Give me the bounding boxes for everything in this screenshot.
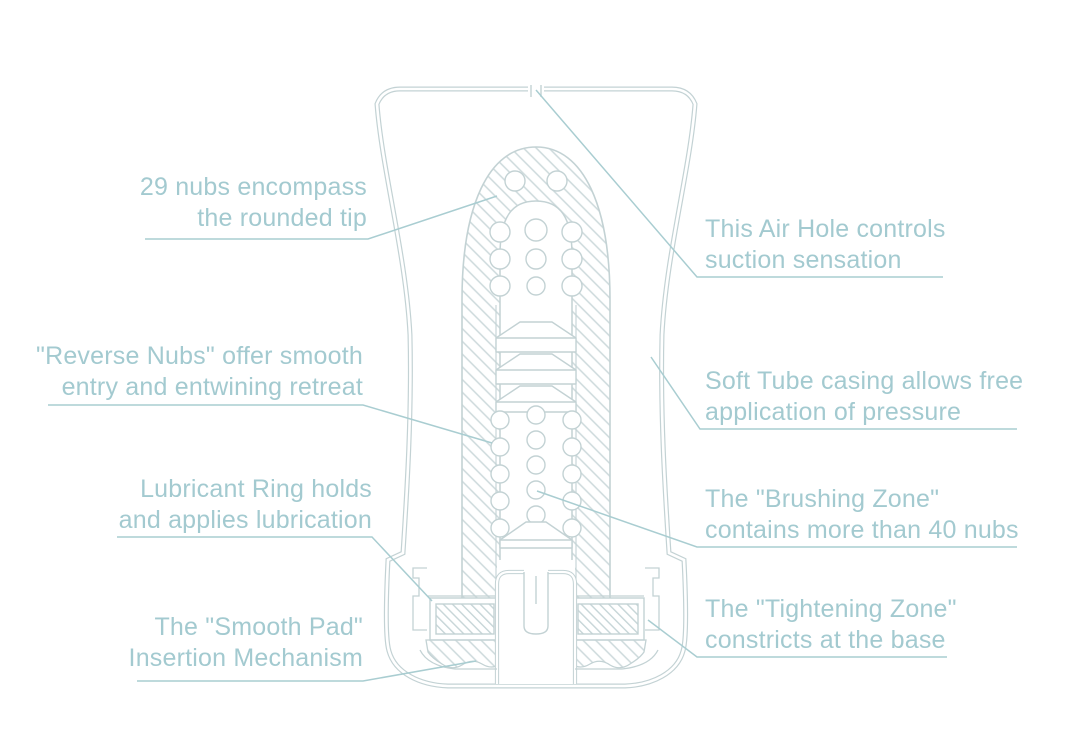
leader-nubs-tip [145, 195, 498, 240]
air-hole-icon [528, 82, 544, 97]
smooth-pad-right [571, 597, 645, 641]
soft-tube-casing-outline [374, 86, 698, 689]
leader-air-hole [535, 89, 943, 278]
leader-lines [48, 89, 1017, 682]
label-soft-tube: Soft Tube casing allows free application… [705, 367, 1024, 426]
tightening-zone-cones [499, 521, 573, 549]
base-assembly [412, 560, 660, 684]
smooth-pad-left [429, 597, 501, 641]
insertion-channel [494, 560, 578, 684]
tip-nubs [489, 170, 583, 297]
lubricant-ring-clip-right [645, 567, 660, 631]
label-brushing-zone: The "Brushing Zone" contains more than 4… [705, 485, 1019, 544]
label-nubs-tip: 29 nubs encompass the rounded tip [139, 173, 367, 232]
base-hatch-right [571, 639, 647, 669]
leader-tightening-zone [647, 619, 947, 658]
lubricant-ring-clip-left [412, 567, 427, 631]
label-lubricant-ring: Lubricant Ring holds and applies lubrica… [118, 475, 372, 534]
label-smooth-pad: The "Smooth Pad" Insertion Mechanism [128, 613, 363, 672]
label-reverse-nubs: "Reverse Nubs" offer smooth entry and en… [36, 342, 363, 401]
base-hatch-left [425, 639, 501, 669]
label-tightening-zone: The "Tightening Zone" constricts at the … [705, 595, 957, 654]
reverse-nub-cones [495, 321, 577, 413]
leader-smooth-pad [137, 660, 477, 682]
leader-reverse-nubs [48, 404, 493, 444]
label-air-hole: This Air Hole controls suction sensation [705, 215, 946, 274]
leader-soft-tube [650, 356, 1017, 430]
brushing-zone-nubs [490, 405, 582, 538]
leader-lubricant-ring [117, 536, 433, 602]
leader-brushing-zone [536, 490, 1017, 548]
